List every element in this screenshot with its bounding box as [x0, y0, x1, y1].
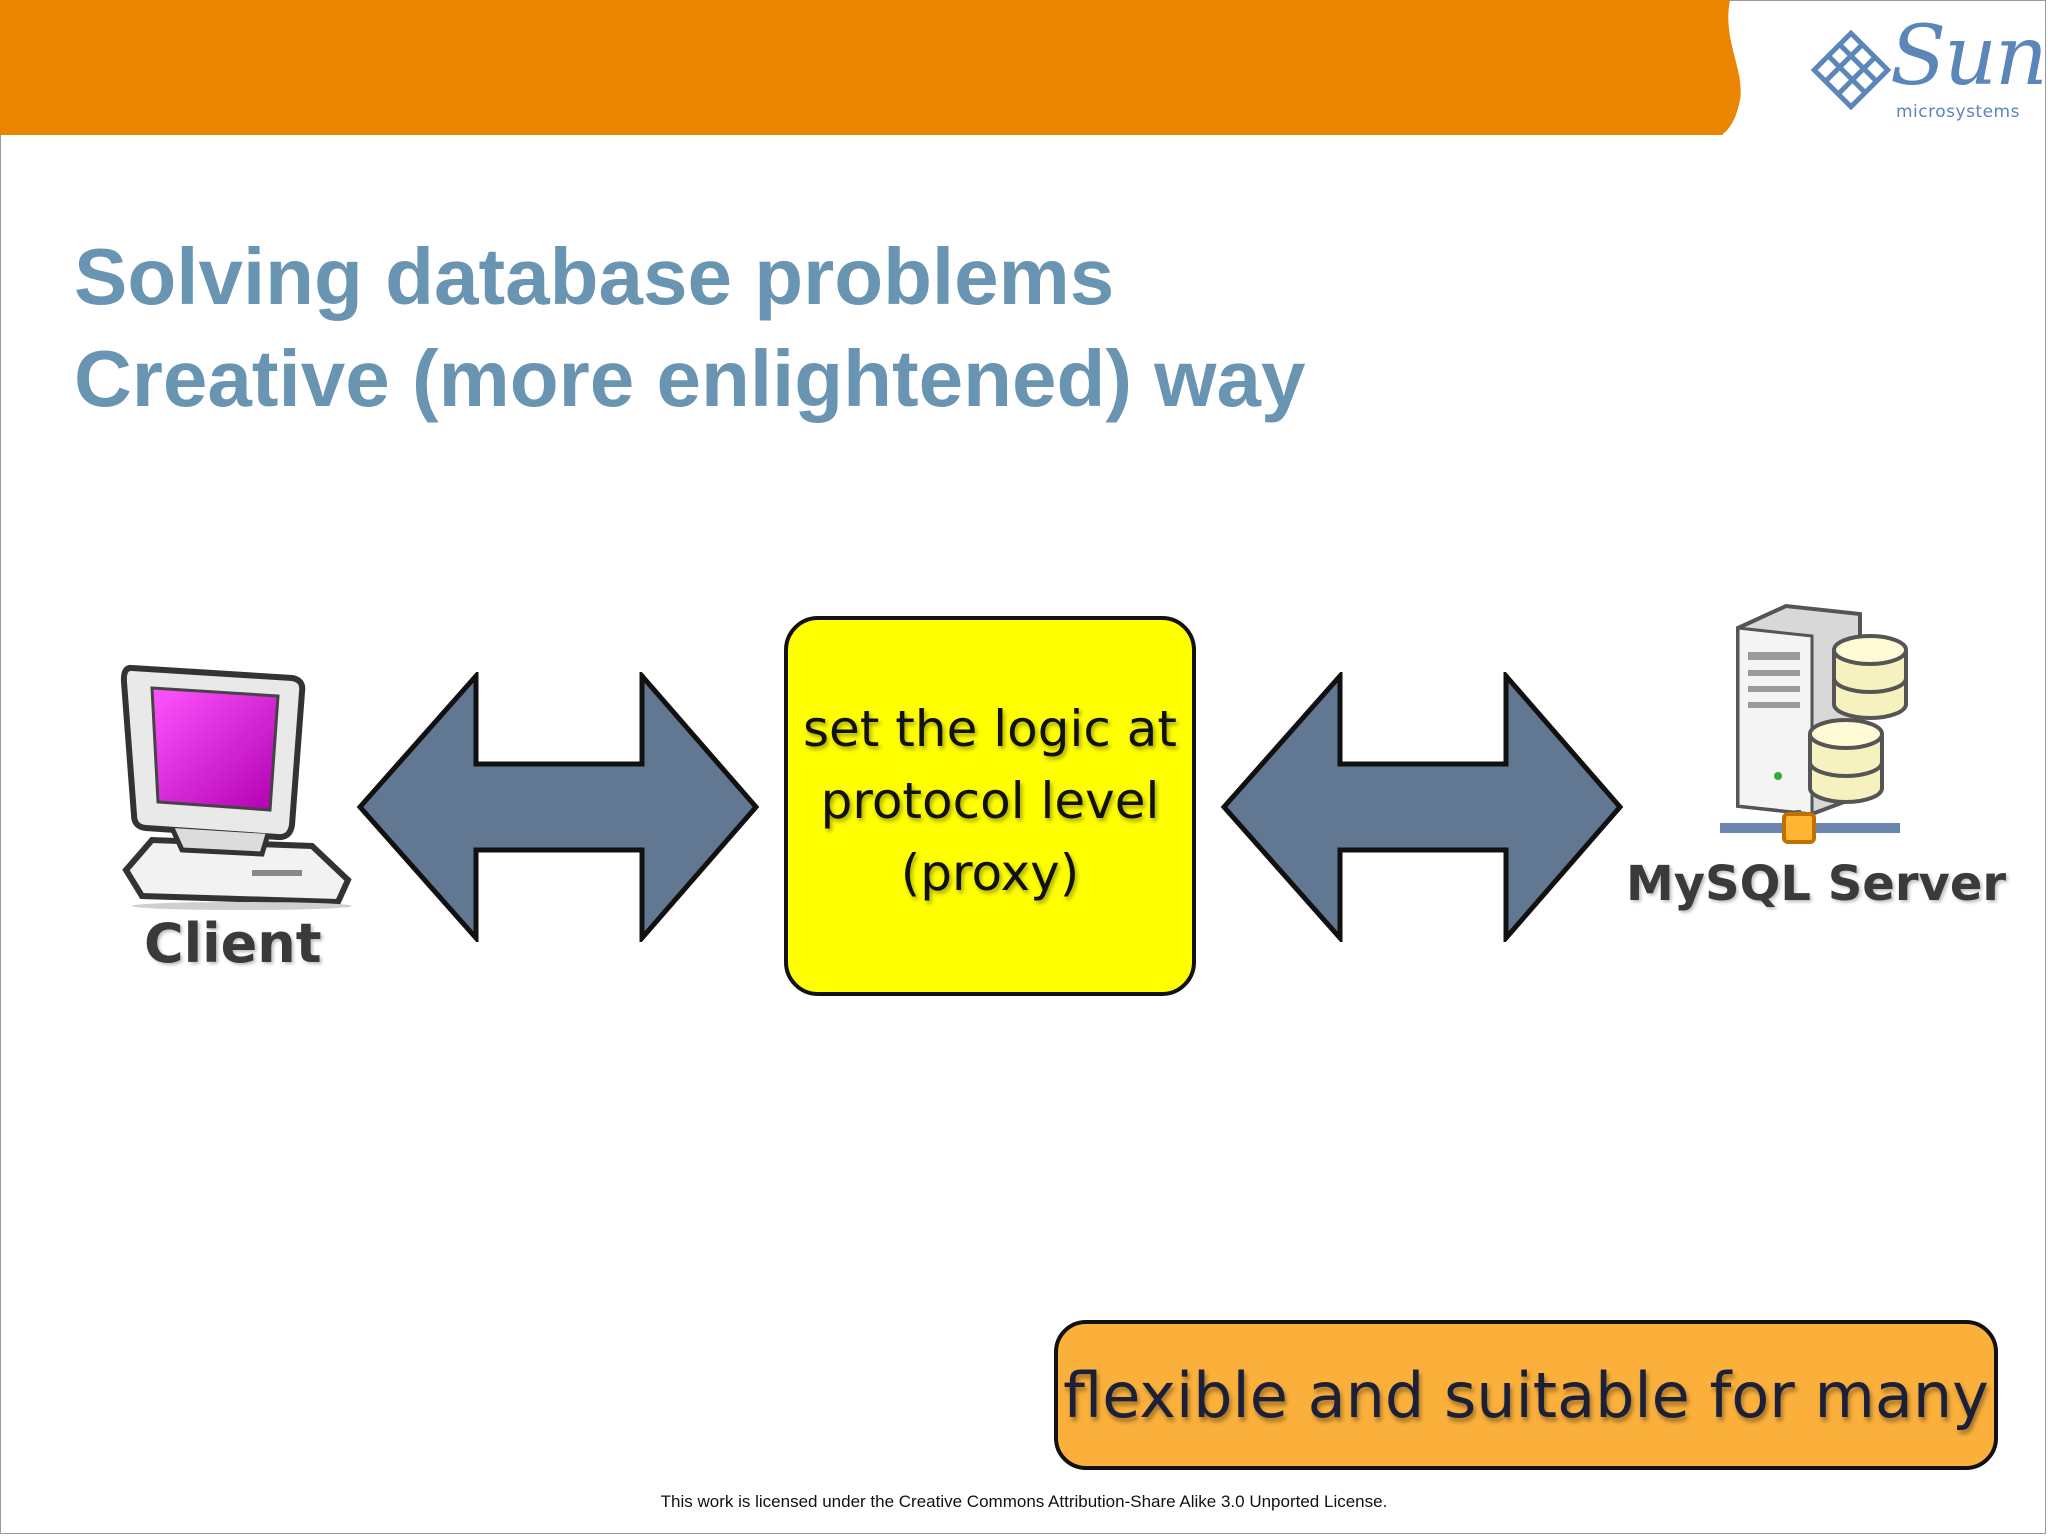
left-double-arrow-icon: [356, 672, 760, 942]
proxy-line-3: (proxy): [900, 844, 1080, 902]
callout-box: flexible and suitable for many: [1054, 1320, 1998, 1470]
header-band: [0, 0, 2048, 135]
client-node: Client: [112, 650, 362, 980]
license-footer: This work is licensed under the Creative…: [660, 1492, 1388, 1511]
proxy-box: set the logic at protocol level (proxy): [784, 616, 1196, 996]
sun-diamond-icon: [1810, 30, 1892, 110]
proxy-text: set the logic at protocol level (proxy): [803, 693, 1177, 909]
logo-subtitle: microsystems: [1896, 102, 2020, 122]
logo-wordmark: Sun: [1890, 9, 2048, 104]
title-line-1: Solving database problems: [74, 232, 1115, 321]
database-server-icon: [1720, 603, 1908, 844]
server-node: MySQL Server: [1620, 600, 2006, 920]
callout-text: flexible and suitable for many: [1063, 1358, 1989, 1432]
right-double-arrow-icon: [1220, 672, 1624, 942]
slide-title: Solving database problems Creative (more…: [74, 226, 1305, 430]
sun-logo: Sun microsystems: [1800, 16, 2048, 130]
proxy-line-1: set the logic at: [803, 700, 1177, 758]
client-label: Client: [144, 912, 322, 975]
proxy-line-2: protocol level: [820, 772, 1160, 830]
desktop-computer-icon: [120, 664, 352, 910]
title-line-2: Creative (more enlightened) way: [74, 334, 1306, 423]
server-label: MySQL Server: [1626, 856, 2007, 912]
